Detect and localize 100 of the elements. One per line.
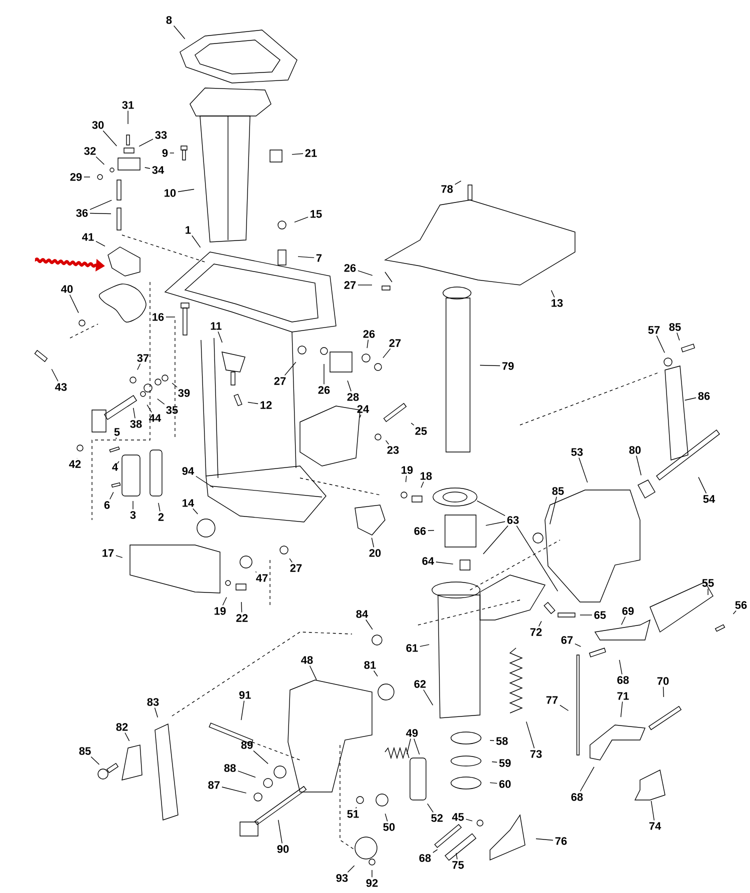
callout-number: 19 <box>214 607 226 615</box>
leader-line <box>406 738 411 755</box>
leader-line <box>619 660 622 675</box>
callout-number: 68 <box>571 793 583 801</box>
leader-line <box>490 740 494 741</box>
callout-number: 79 <box>502 362 514 370</box>
leader-line <box>636 455 642 476</box>
leader-line <box>170 152 174 154</box>
callout-number: 28 <box>347 393 359 401</box>
callout-number: 10 <box>164 189 176 197</box>
leader-line <box>192 508 198 514</box>
leader-line <box>96 156 105 165</box>
callout-number: 47 <box>256 574 268 582</box>
leader-line <box>428 530 434 531</box>
leader-line <box>490 782 498 784</box>
callout-number: 8 <box>166 16 172 24</box>
leader-line <box>662 686 664 698</box>
leader-line <box>550 496 557 525</box>
callout-number: 54 <box>703 495 716 503</box>
leader-line <box>560 704 569 711</box>
callout-number: 88 <box>224 764 236 772</box>
callout-number: 44 <box>149 414 162 422</box>
leader-line <box>456 852 458 860</box>
callout-number: 26 <box>344 264 356 272</box>
leader-line <box>172 382 178 388</box>
leader-line <box>138 138 154 147</box>
callout-number: 64 <box>422 557 434 565</box>
leader-line <box>373 670 378 677</box>
callout-number: 85 <box>669 323 681 331</box>
callout-number: 14 <box>182 499 194 507</box>
leader-line <box>137 363 141 370</box>
callout-number: 35 <box>166 406 178 414</box>
callout-number: 33 <box>155 131 167 139</box>
leader-line <box>482 525 508 554</box>
callout-number: 34 <box>152 166 164 174</box>
callout-number: 17 <box>102 549 114 557</box>
leader-line <box>157 398 165 405</box>
leader-line <box>366 619 373 630</box>
leader-line <box>423 689 434 706</box>
callout-number: 50 <box>383 823 395 831</box>
leader-line <box>492 761 498 763</box>
callout-number: 65 <box>594 611 606 619</box>
callout-number: 15 <box>310 210 322 218</box>
leader-line <box>410 422 414 426</box>
leader-line <box>382 348 391 358</box>
callout-number: 49 <box>406 729 418 737</box>
leader-line <box>154 707 158 718</box>
callout-number: 86 <box>698 392 710 400</box>
callout-number: 18 <box>420 472 432 480</box>
callout-number: 27 <box>274 377 286 385</box>
callout-number: 92 <box>366 879 378 887</box>
callout-number: 7 <box>316 254 322 262</box>
leader-line <box>427 803 434 813</box>
leader-line <box>132 500 134 510</box>
callout-number: 19 <box>402 466 413 474</box>
callout-number: 57 <box>648 326 660 334</box>
callout-number: 21 <box>305 149 317 157</box>
leader-line <box>620 701 623 718</box>
callout-number: 63 <box>507 516 519 524</box>
callout-number: 72 <box>530 628 542 636</box>
leader-line <box>347 380 352 392</box>
callout-number: 70 <box>657 677 669 685</box>
leader-line <box>476 500 506 516</box>
callout-number: 43 <box>55 383 67 391</box>
leader-line <box>578 457 588 483</box>
callout-number: 76 <box>555 837 567 845</box>
callout-number: 73 <box>530 750 542 758</box>
leader-line <box>289 558 292 563</box>
leader-line <box>284 362 296 376</box>
leader-line <box>90 756 100 765</box>
callout-number: 74 <box>649 822 662 830</box>
leader-line <box>146 404 152 413</box>
callout-number: 56 <box>735 601 747 609</box>
callout-number: 66 <box>414 527 426 535</box>
leader-line <box>132 408 136 419</box>
callout-number: 27 <box>344 281 356 289</box>
callout-number: 9 <box>162 149 168 157</box>
callout-number: 87 <box>208 781 220 789</box>
callout-number: 11 <box>210 322 222 330</box>
callout-number: 29 <box>70 173 82 181</box>
leader-line <box>420 644 430 647</box>
leader-line <box>278 820 282 844</box>
leader-line <box>550 290 555 298</box>
leader-line <box>292 153 304 155</box>
callout-number: 5 <box>114 428 120 436</box>
leader-line <box>676 332 680 341</box>
callout-number: 48 <box>301 656 313 664</box>
callout-number: 24 <box>357 405 370 413</box>
callout-number: 39 <box>178 389 190 397</box>
leader-line <box>420 481 424 488</box>
callout-number: 20 <box>369 549 381 557</box>
leader-line <box>536 838 554 841</box>
callout-number: 40 <box>61 285 73 293</box>
callout-number: 31 <box>122 101 134 109</box>
leader-line <box>436 562 454 564</box>
leader-line <box>240 602 242 613</box>
callout-number: 77 <box>546 696 558 704</box>
callout-number: 38 <box>130 420 142 428</box>
leader-line <box>526 721 535 749</box>
leader-line <box>516 525 558 592</box>
